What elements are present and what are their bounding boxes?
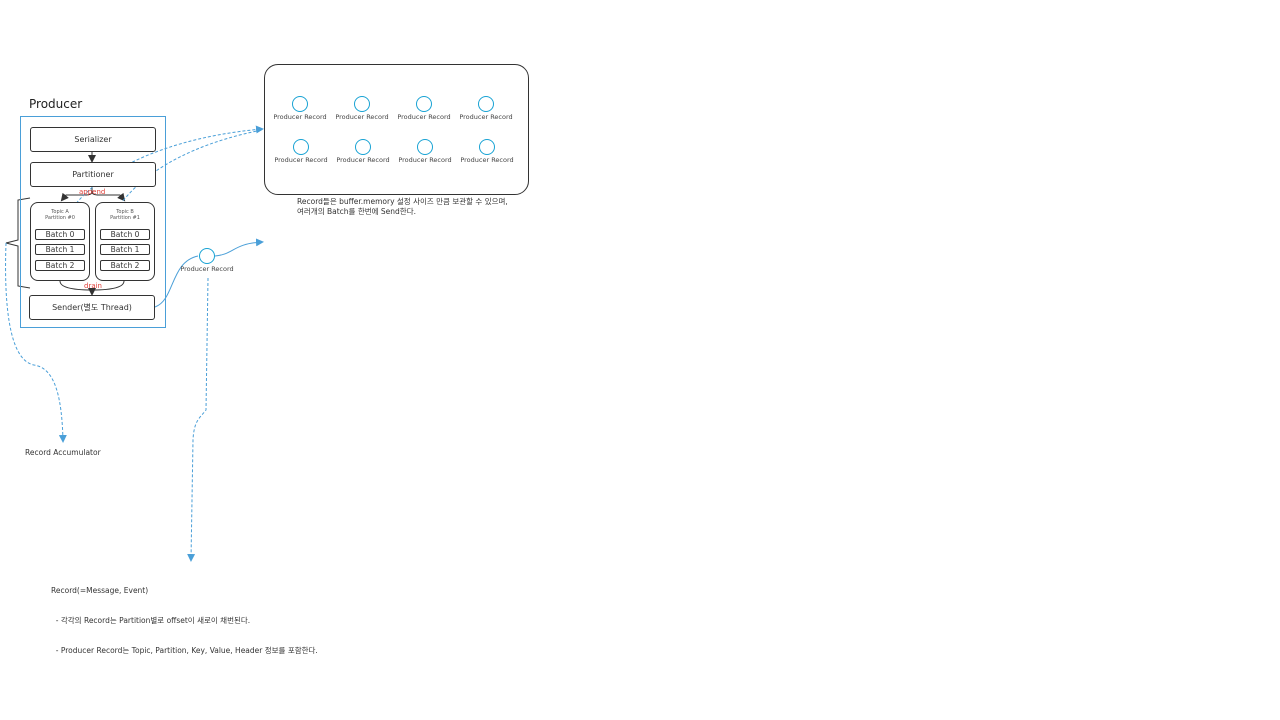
record-label: Producer Record (459, 113, 513, 121)
serializer-box: Serializer (30, 127, 156, 152)
record-label: Producer Record (397, 113, 451, 121)
record-circle-icon (355, 139, 371, 155)
buffer-note: Record들은 buffer.memory 설정 사이즈 만큼 보관할 수 있… (297, 197, 508, 217)
sender-box: Sender(별도 Thread) (29, 295, 155, 320)
buffer-note-line: Record들은 buffer.memory 설정 사이즈 만큼 보관할 수 있… (297, 197, 508, 206)
record-label: Producer Record (460, 156, 514, 164)
producer-title: Producer (29, 97, 83, 111)
batch-1: Batch 1 (100, 244, 150, 255)
buffer-record: Producer Record (456, 96, 516, 121)
partition-number: Partition #1 (110, 215, 140, 221)
record-label: Producer Record (273, 113, 327, 121)
record-circle-icon (199, 248, 215, 264)
in-flight-record: Producer Record (177, 248, 237, 273)
partition-title: Topic B Partition #1 (96, 209, 154, 221)
batch-1: Batch 1 (35, 244, 85, 255)
partition-title: Topic A Partition #0 (31, 209, 89, 221)
record-circle-icon (416, 96, 432, 112)
buffer-record: Producer Record (332, 96, 392, 121)
buffer-record: Producer Record (270, 96, 330, 121)
partition-group-1: Topic B Partition #1 Batch 0 Batch 1 Bat… (95, 202, 155, 281)
record-to-broker-arrow (214, 238, 264, 257)
accumulator-dashed-arrow (5, 242, 67, 443)
record-label: Producer Record (398, 156, 452, 164)
batch-2: Batch 2 (100, 260, 150, 271)
sender-to-record-curve (154, 255, 199, 308)
partition-number: Partition #0 (45, 215, 75, 221)
record-circle-icon (478, 96, 494, 112)
buffer-note-line: 여러개의 Batch를 한번에 Send한다. (297, 207, 416, 216)
record-label: Producer Record (336, 156, 390, 164)
record-circle-icon (354, 96, 370, 112)
record-note: Record(=Message, Event) - 각각의 Record는 Pa… (51, 566, 318, 666)
record-label: Producer Record (274, 156, 328, 164)
buffer-record: Producer Record (333, 139, 393, 164)
batch-0: Batch 0 (35, 229, 85, 240)
batch-0: Batch 0 (100, 229, 150, 240)
accumulator-label: Record Accumulator (25, 448, 101, 457)
append-arrow-right (91, 187, 126, 202)
batch-2: Batch 2 (35, 260, 85, 271)
producer-frame (20, 116, 166, 328)
record-circle-icon (417, 139, 433, 155)
record-label: Producer Record (180, 265, 234, 273)
buffer-record: Producer Record (457, 139, 517, 164)
buffer-box (264, 64, 529, 195)
partition-group-0: Topic A Partition #0 Batch 0 Batch 1 Bat… (30, 202, 90, 281)
record-circle-icon (479, 139, 495, 155)
record-note-line: - Producer Record는 Topic, Partition, Key… (51, 646, 318, 655)
record-note-line: - 각각의 Record는 Partition별로 offset이 새로이 채번… (51, 616, 251, 625)
record-circle-icon (292, 96, 308, 112)
drain-label: drain (84, 282, 102, 290)
buffer-record: Producer Record (271, 139, 331, 164)
partition-topic: Topic A (51, 209, 69, 215)
record-note-line: Record(=Message, Event) (51, 586, 149, 595)
record-note-dashed-arrow (187, 277, 209, 562)
buffer-record: Producer Record (395, 139, 455, 164)
record-label: Producer Record (335, 113, 389, 121)
buffer-record: Producer Record (394, 96, 454, 121)
record-circle-icon (293, 139, 309, 155)
partition-topic: Topic B (116, 209, 134, 215)
append-label: append (79, 188, 106, 196)
partitioner-box: Partitioner (30, 162, 156, 187)
